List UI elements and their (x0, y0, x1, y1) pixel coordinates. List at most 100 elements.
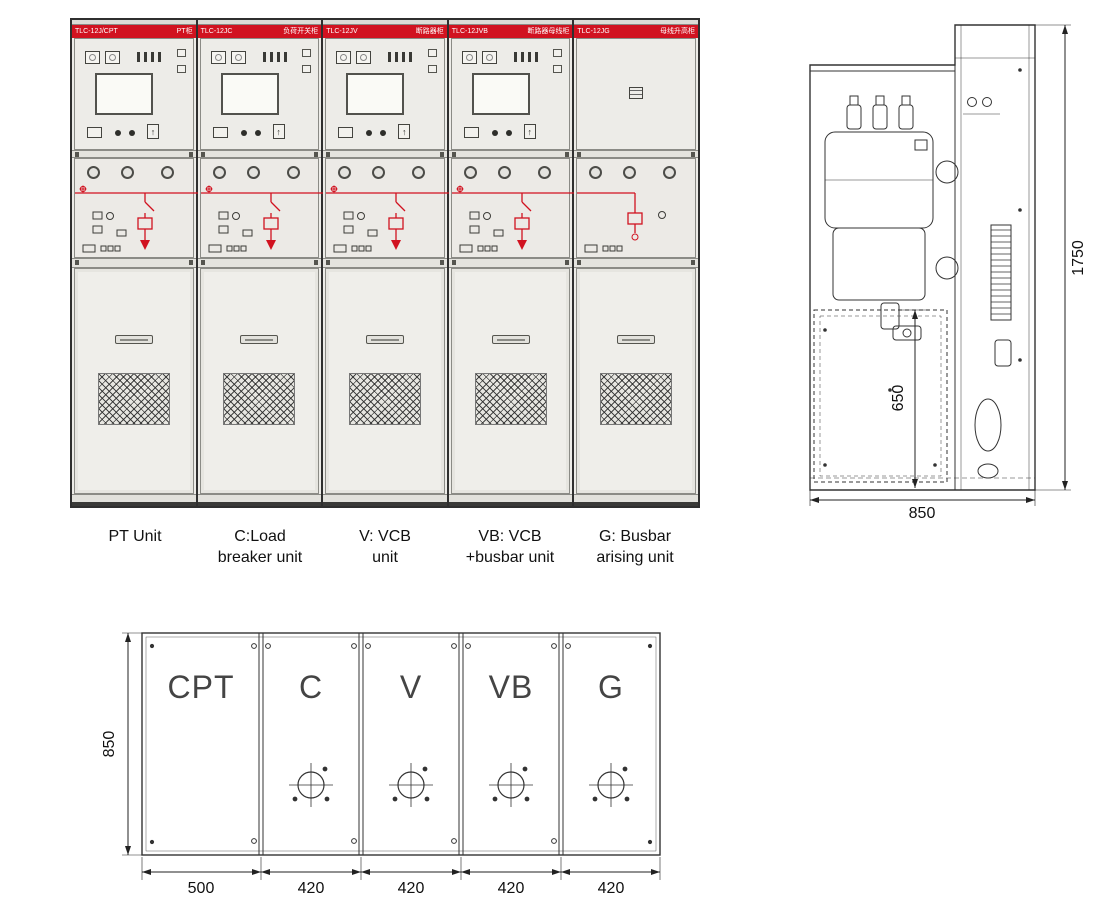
operation-hole (623, 166, 637, 179)
mimic-diagram-feeder-icon (200, 185, 327, 253)
label-plate (427, 49, 437, 57)
indicator-lights (513, 52, 538, 62)
meter-icon (461, 51, 477, 64)
up-arrow-icon: ↑ (276, 127, 281, 137)
up-arrow-icon: ↑ (527, 127, 533, 137)
door-section (450, 268, 571, 494)
display-screen (220, 73, 279, 115)
plan-outline (141, 632, 661, 856)
indicator-light (262, 52, 266, 62)
panel-top-edge (448, 20, 573, 25)
meter-icon (230, 51, 246, 64)
panel-title-label: 母线升高柜 (659, 28, 695, 35)
unit-label-line1: G: Busbar (598, 528, 672, 545)
indicator-lights (137, 52, 161, 62)
door-section (325, 268, 445, 494)
panel-top-edge (197, 20, 322, 25)
hinge-band (448, 258, 573, 268)
push-button (380, 130, 387, 136)
mimic-section (199, 158, 327, 258)
plan-cell-label-v: V (400, 669, 422, 705)
indicator-light (269, 52, 273, 62)
hinge-band (72, 150, 196, 158)
indicator-light (395, 52, 399, 62)
indicator-light (144, 52, 147, 62)
switchgear-panel: TLC-12JC 负荷开关柜 ↑ (197, 20, 327, 506)
panel-model-label: TLC-12J/CPT (75, 28, 118, 35)
indicator-light (388, 52, 392, 62)
unit-label-line1: PT Unit (108, 528, 162, 545)
unit-label-pt: PT Unit (60, 526, 210, 547)
mechanism-details (823, 68, 1022, 479)
panel-nameplate: TLC-12JV 断路器柜 (323, 25, 447, 38)
vent-icon (629, 87, 644, 99)
mimic-section (450, 158, 578, 258)
instrument-section: ↑ (199, 38, 320, 150)
operation-hole (372, 166, 386, 179)
operation-hole (497, 166, 511, 179)
indicator-light (283, 52, 287, 62)
mimic-section (325, 158, 453, 258)
dim-width-value: 420 (398, 880, 425, 897)
indicator-lights (262, 52, 287, 62)
operation-hole (121, 166, 134, 179)
switchgear-panel: TLC-12J/CPT PT柜 ↑ (72, 20, 201, 506)
ventilation-grille (348, 373, 421, 425)
instrument-section: ↑ (450, 38, 571, 150)
hinge-band (448, 150, 573, 158)
dim-plan-widths: 500 420 420 420 420 (141, 857, 661, 897)
mimic-section (576, 158, 696, 258)
indicator-light (276, 52, 280, 62)
push-button (505, 130, 512, 136)
dim-width-value: 420 (498, 880, 525, 897)
panel-base (72, 494, 196, 506)
label-plate (176, 65, 186, 73)
dim-depth-value: 850 (909, 505, 936, 522)
cable-entry-symbol (289, 763, 333, 807)
switchgear-panel: TLC-12JG 母线升高柜 ↑ (574, 20, 698, 506)
gas-tank-dashed (813, 309, 948, 483)
unit-label-line2: +busbar unit (465, 549, 555, 566)
indicator-light (402, 52, 406, 62)
display-screen (95, 73, 153, 115)
operation-hole (286, 166, 300, 179)
instrument-section: ↑ (576, 38, 696, 150)
meter-icon (356, 51, 372, 64)
control-switch (212, 127, 228, 138)
panel-base (574, 494, 698, 506)
meter-icon (85, 51, 100, 64)
charge-indicator: ↑ (147, 124, 159, 139)
cable-entry-symbol (589, 763, 633, 807)
up-arrow-icon: ↑ (150, 127, 156, 137)
unit-label-g: G: Busbar arising unit (560, 526, 710, 568)
label-plate (427, 65, 437, 73)
dim-width-value: 500 (188, 880, 215, 897)
dim-inner-650: 650 (890, 309, 929, 488)
unit-label-v: V: VCB unit (310, 526, 460, 568)
push-button (366, 130, 373, 136)
breaker-compartment (824, 95, 959, 301)
operation-hole (589, 166, 603, 179)
label-plate (302, 65, 312, 73)
panel-nameplate: TLC-12JVB 断路器母线柜 (448, 25, 573, 38)
panel-nameplate: TLC-12JG 母线升高柜 (574, 25, 698, 38)
operation-hole (463, 166, 477, 179)
mimic-diagram-riser-icon (577, 192, 667, 253)
push-button (491, 130, 498, 136)
hinge-band (197, 150, 322, 158)
plan-cell-label-c: C (299, 669, 323, 705)
dim-inner-value: 650 (890, 385, 907, 412)
indicator-light (534, 52, 538, 62)
indicator-lights (388, 52, 413, 62)
switchgear-panel: TLC-12JV 断路器柜 ↑ (323, 20, 453, 506)
control-switch (463, 127, 479, 138)
push-button (115, 130, 121, 136)
panel-model-label: TLC-12JC (200, 28, 233, 35)
cable-entry-symbol (489, 763, 533, 807)
operation-hole (537, 166, 551, 179)
indicator-light (158, 52, 161, 62)
dim-depth-850: 850 (809, 490, 1036, 522)
ventilation-grille (97, 373, 170, 425)
indicator-light (137, 52, 140, 62)
